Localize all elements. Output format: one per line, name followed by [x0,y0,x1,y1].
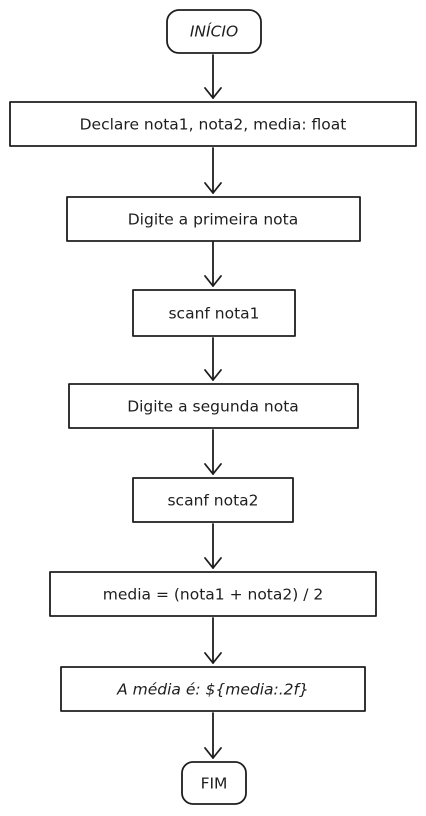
arrow-prompt2-to-scanf2 [204,429,222,475]
start-node-label: INÍCIO [190,22,238,41]
start-node: INÍCIO [166,9,262,54]
arrow-start-to-declare [204,54,222,99]
declare-node: Declare nota1, nota2, media: float [9,101,417,147]
scanf-nota1-node: scanf nota1 [132,289,296,337]
output-average-node: A média é: ${media:.2f} [60,666,366,712]
arrow-declare-to-prompt1 [204,147,222,194]
arrow-compute-to-output [204,617,222,664]
prompt-first-grade-node: Digite a primeira nota [66,196,361,242]
prompt-second-grade-label: Digite a segunda nota [127,398,299,416]
end-node: FIM [181,761,247,805]
connectors [204,54,222,759]
arrow-scanf2-to-compute [204,523,222,569]
arrow-prompt1-to-scanf1 [204,241,222,287]
arrow-output-to-end [204,712,222,759]
arrow-scanf1-to-prompt2 [204,337,222,381]
scanf-nota1-label: scanf nota1 [168,305,259,323]
scanf-nota2-node: scanf nota2 [132,477,294,523]
prompt-first-grade-label: Digite a primeira nota [128,211,299,229]
compute-average-node: media = (nota1 + nota2) / 2 [49,571,377,617]
declare-node-label: Declare nota1, nota2, media: float [80,116,347,134]
prompt-second-grade-node: Digite a segunda nota [68,383,359,429]
scanf-nota2-label: scanf nota2 [167,492,258,510]
output-average-label: A média é: ${media:.2f} [116,681,309,699]
compute-average-label: media = (nota1 + nota2) / 2 [103,586,323,604]
end-node-label: FIM [201,775,228,793]
